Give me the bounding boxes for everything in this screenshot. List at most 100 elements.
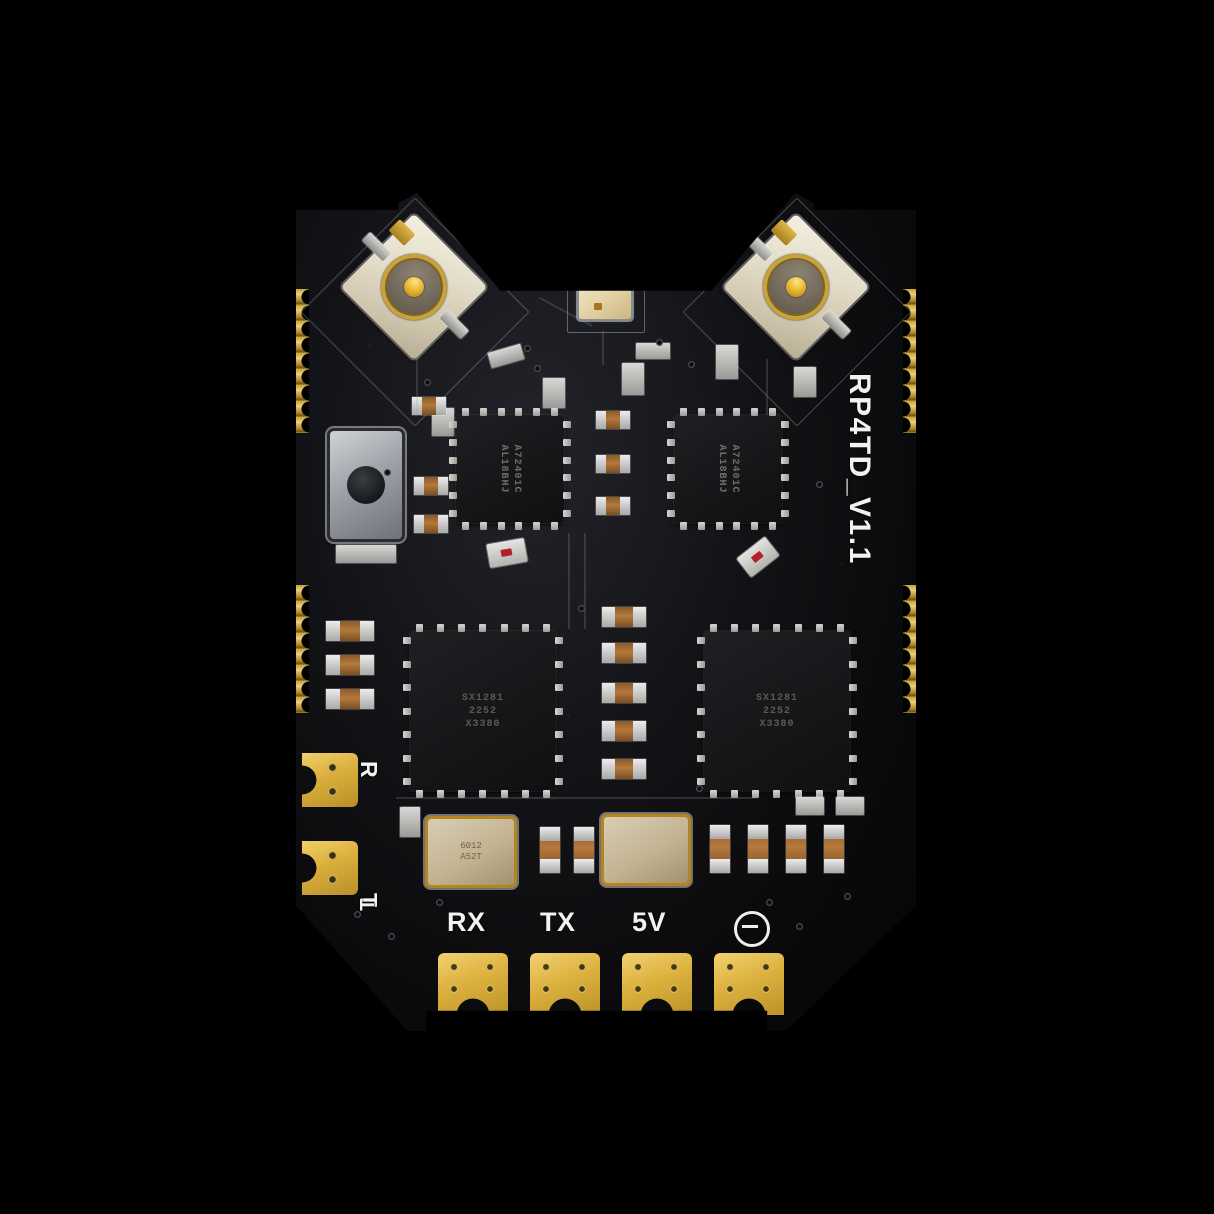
- via-l: [844, 893, 851, 900]
- bottom-pad-gnd-via-3: [726, 985, 734, 993]
- side-pad-r-via-1: [328, 763, 337, 772]
- qfn-pads-top-left-ic: [462, 408, 558, 416]
- transceiver-ic-left-marking: SX1281 2252 X3380: [410, 631, 556, 791]
- qfn-pads-top-right-ic: [680, 408, 776, 416]
- trace-bottom-bus: [396, 797, 756, 799]
- crystal-mark-line1: 6012: [460, 840, 482, 851]
- trace-mid-bus-1: [568, 533, 570, 629]
- qfn-pads-west-left-ic: [449, 421, 457, 517]
- via-j: [436, 899, 443, 906]
- side-pad-label-r: R: [356, 761, 382, 779]
- ic-mark-line2: AL18BHJ: [716, 444, 727, 494]
- smd-capacitor-top-b: [636, 343, 670, 359]
- smd-resistor-mid-a: [412, 397, 446, 415]
- bottom-pad-5v-via-3: [634, 985, 642, 993]
- crystal-mark-line2: A52T: [460, 852, 482, 862]
- ic-mark-line2: AL18BHJ: [498, 444, 509, 494]
- via-b: [534, 365, 541, 372]
- esd-diode-left: [486, 537, 528, 569]
- castellation-left-lower-cut: [296, 585, 309, 713]
- bottom-pad-rx-via-3: [450, 985, 458, 993]
- smd-capacitor-bottom-c: [836, 797, 864, 815]
- smd-resistor-left-col-3: [326, 689, 374, 709]
- bottom-pad-gnd-via-1: [726, 963, 734, 971]
- smd-resistor-mid-c: [414, 515, 448, 533]
- qfn-pads-east-right-ic: [781, 421, 789, 517]
- smd-capacitor-bottom-b: [796, 797, 824, 815]
- smd-capacitor-mid-b: [794, 367, 816, 397]
- castellation-right-upper-cut: [903, 289, 916, 433]
- smd-resistor-left-col-1: [326, 621, 374, 641]
- ic-mark-line1: A72401C: [511, 444, 522, 494]
- board-silkscreen-name: RP4TD_V1.1: [843, 373, 876, 565]
- smd-resistor-bottom-b: [574, 827, 594, 873]
- smd-resistor-bottom-e: [786, 825, 806, 873]
- trace-mid-bus-2: [584, 533, 586, 629]
- via-i: [354, 911, 361, 918]
- qfn-pads-west-right-ic: [667, 421, 675, 517]
- trace-left-rf: [416, 359, 418, 415]
- smd-resistor-mid-e: [596, 455, 630, 473]
- transceiver-ic-right: SX1281 2252 X3380: [697, 624, 857, 798]
- via-a: [524, 345, 531, 352]
- smd-resistor-center-3: [602, 683, 646, 703]
- smd-resistor-center-1: [602, 607, 646, 627]
- qfn-pads-bottom-left-ic: [462, 522, 558, 530]
- qfn-pads-bottom-right-ic: [680, 522, 776, 530]
- smd-resistor-mid-f: [596, 497, 630, 515]
- via-o: [816, 481, 823, 488]
- bottom-pad-tx[interactable]: [530, 953, 600, 1015]
- bottom-pad-5v[interactable]: [622, 953, 692, 1015]
- rf-frontend-ic-left-marking: A72401C AL18BHJ: [456, 415, 564, 523]
- esd-diode-right: [736, 536, 780, 578]
- smd-resistor-bottom-a: [540, 827, 560, 873]
- trace-top-center-1: [602, 331, 604, 365]
- pad-label-5v: 5V: [632, 907, 667, 937]
- smd-capacitor-top-d: [543, 378, 565, 408]
- smd-capacitor-top-c: [716, 345, 738, 379]
- bind-button[interactable]: [330, 431, 402, 539]
- bottom-pad-rx[interactable]: [438, 953, 508, 1015]
- bottom-pad-gnd[interactable]: [714, 953, 784, 1015]
- ic-mark-line1: SX1281: [755, 692, 798, 704]
- bottom-pad-tx-via-1: [542, 963, 550, 971]
- ic-mark-line1: A72401C: [729, 444, 740, 494]
- transceiver-ic-left: SX1281 2252 X3380: [403, 624, 563, 798]
- bind-button-pad: [336, 545, 396, 563]
- bottom-pad-rx-via-4: [486, 985, 494, 993]
- bottom-pad-gnd-via-4: [762, 985, 770, 993]
- bottom-pad-tx-via-4: [578, 985, 586, 993]
- bottom-pad-rx-via-1: [450, 963, 458, 971]
- via-h: [388, 933, 395, 940]
- smd-resistor-center-5: [602, 759, 646, 779]
- side-pad-t[interactable]: [302, 841, 358, 895]
- castellation-left-upper-cut: [296, 289, 309, 433]
- smd-resistor-bottom-c: [710, 825, 730, 873]
- qfn-pads-west-tx-right: [697, 637, 705, 785]
- via-n: [384, 469, 391, 476]
- bottom-pad-rx-via-2: [486, 963, 494, 971]
- transceiver-ic-right-marking: SX1281 2252 X3380: [704, 631, 850, 791]
- smd-resistor-bottom-d: [748, 825, 768, 873]
- bottom-pad-tx-via-3: [542, 985, 550, 993]
- ic-mark-line3: X3380: [465, 718, 501, 730]
- rf-frontend-ic-left: A72401C AL18BHJ: [449, 408, 571, 530]
- via-m: [766, 899, 773, 906]
- side-pad-r[interactable]: [302, 753, 358, 807]
- side-pad-t-via-2: [328, 875, 337, 884]
- ic-mark-line3: X3380: [759, 718, 795, 730]
- trace-right-rf: [766, 359, 768, 415]
- rf-frontend-ic-right: A72401C AL18BHJ: [667, 408, 789, 530]
- qfn-pads-east-tx-left: [555, 637, 563, 785]
- qfn-pads-east-tx-right: [849, 637, 857, 785]
- crystal-oscillator-left: 6012 A52T: [428, 819, 514, 885]
- via-c: [656, 339, 663, 346]
- bottom-pad-5v-via-2: [670, 963, 678, 971]
- qfn-pads-west-tx-left: [403, 637, 411, 785]
- smd-capacitor-top-e: [432, 408, 454, 436]
- pad-label-rx: RX: [447, 907, 486, 937]
- via-f: [578, 605, 585, 612]
- ic-mark-line1: SX1281: [461, 692, 504, 704]
- via-e: [424, 379, 431, 386]
